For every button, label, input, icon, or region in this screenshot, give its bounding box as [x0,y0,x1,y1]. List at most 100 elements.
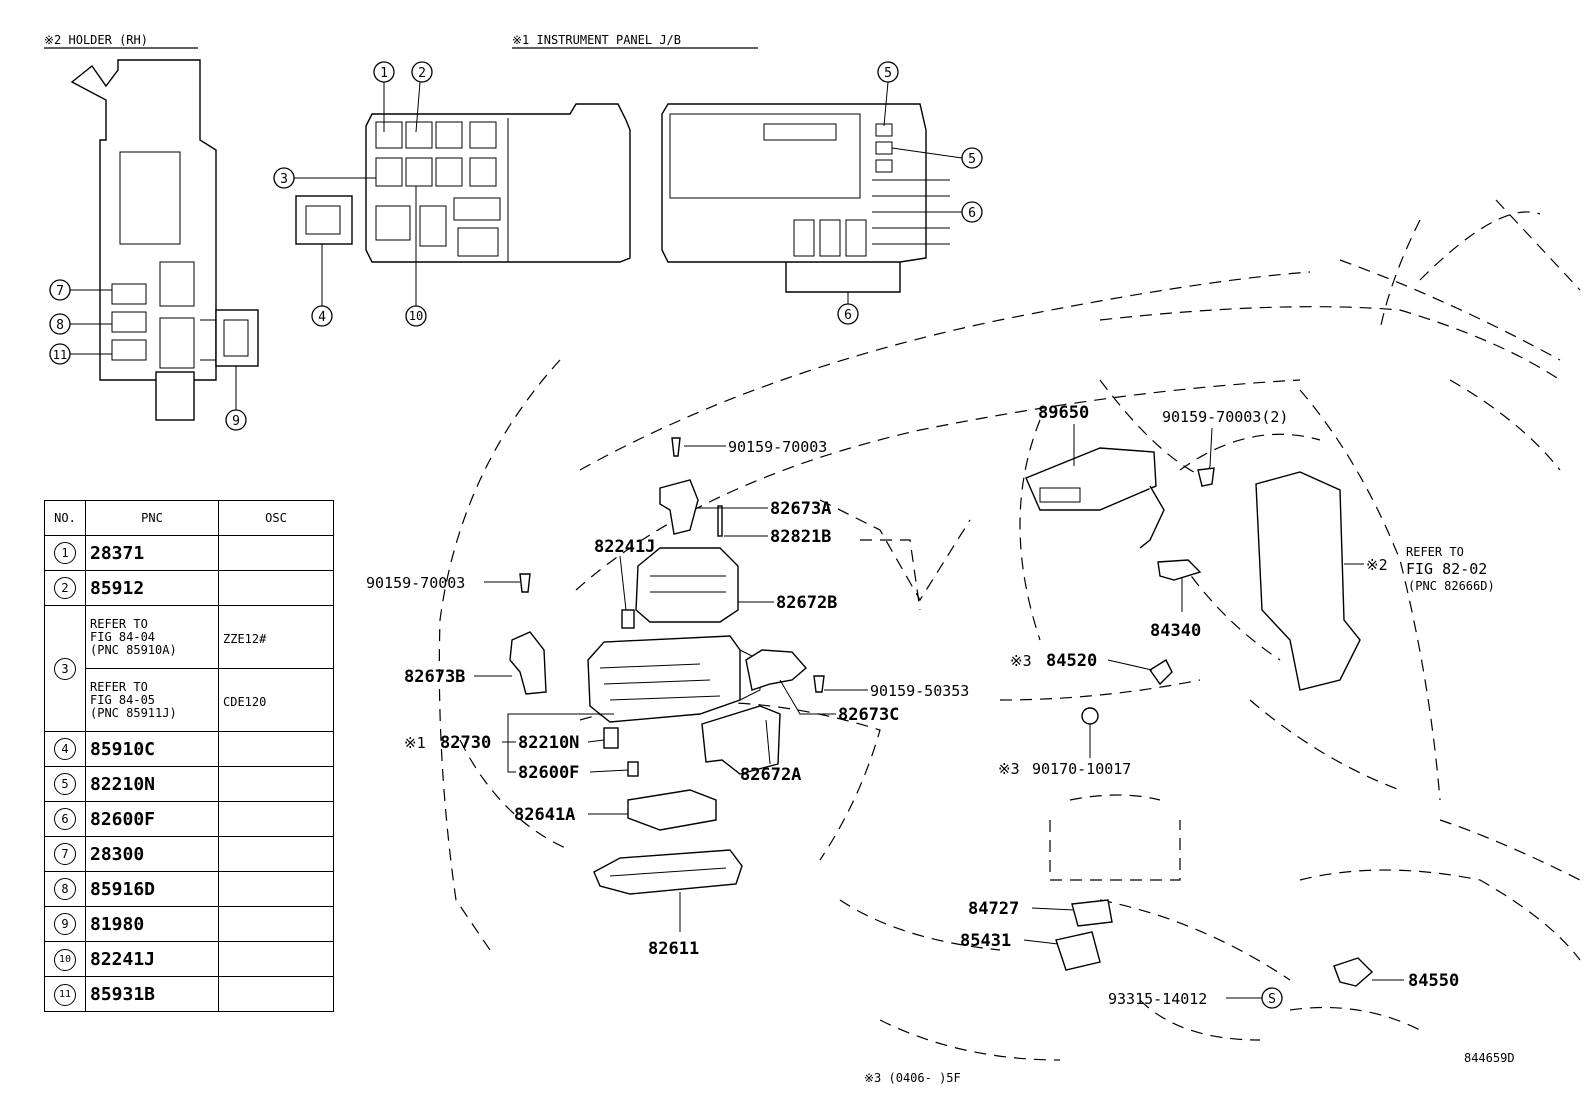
pnc-value: 82241J [90,948,156,970]
label-90159-70003-top: 90159-70003 [728,438,827,456]
table-row: 10 82241J [44,941,334,977]
label-82673C: 82673C [838,705,899,725]
pnc-reference-line: FIG 84-05 [90,692,156,707]
label-82210N: 82210N [518,733,579,753]
label-90159-50353: 90159-50353 [870,682,969,700]
pnc-value: 85931B [90,983,156,1005]
refer-note-line3: (PNC 82666D) [1408,579,1495,593]
cover-82641A [627,789,717,831]
screw-symbol: S [1261,987,1283,1009]
mark-3-b: ※3 [998,760,1020,778]
svg-text:9: 9 [232,414,240,429]
callout-5-right: 5 [891,147,983,169]
table-row: 4 85910C [44,731,334,767]
label-82673B: 82673B [404,667,465,687]
pnc-value: 85916D [90,878,156,900]
label-82672B: 82672B [776,593,837,613]
bracket-82673A [659,479,699,535]
diagram-number: 844659D [1464,1051,1515,1065]
mark-3-a: ※3 [1010,652,1032,670]
switch-84727 [1071,899,1113,927]
pnc-value: 82210N [90,773,156,795]
relay-block-82672B [635,547,739,623]
small-parts [519,437,825,777]
svg-text:7: 7 [56,284,64,299]
switch-84550 [1333,957,1374,987]
label-93315-14012: 93315-14012 [1108,990,1207,1008]
row-number: 5 [54,773,76,795]
label-82673A: 82673A [770,499,831,519]
fuse-box-assembly [587,635,761,723]
instrument-panel-jb-header: ※1 INSTRUMENT PANEL J/B [512,33,681,47]
pnc-table: NO. PNC OSC 1 28371 2 85912 3 REFER TO F… [44,500,334,1012]
pnc-value: 28300 [90,843,145,865]
table-row: 1 28371 [44,535,334,571]
label-89650: 89650 [1038,403,1089,423]
pnc-reference-line: (PNC 85910A) [90,642,177,657]
row-number: 8 [54,878,76,900]
label-82641A: 82641A [514,805,575,825]
junction-block-front [295,103,631,263]
callout-1: 1 [373,61,395,132]
svg-text:S: S [1268,992,1276,1007]
dashboard-outline [438,199,1581,1061]
bracket-82673B [509,631,547,695]
pnc-value: 28371 [90,542,145,564]
footnote: ※3 (0406- )5F [864,1071,961,1085]
holder-rh-header: ※2 HOLDER (RH) [44,33,148,47]
pnc-value: 85910C [90,738,156,760]
table-row: 8 85916D [44,871,334,907]
callout-6-bottom: 6 [837,292,859,325]
svg-text:1: 1 [380,66,388,81]
pnc-value: 85912 [90,577,145,599]
col-header-no: NO. [44,500,86,536]
label-90170-10017: 90170-10017 [1032,760,1131,778]
label-82241J: 82241J [594,537,655,557]
glove-box-switch-89650 [1025,447,1165,549]
table-row: 5 82210N [44,766,334,802]
label-90159-70003-left: 90159-70003 [366,574,465,592]
osc-value: ZZE12# [223,631,267,646]
callout-11: 11 [49,343,112,365]
cover-82672A [701,705,781,775]
label-84727: 84727 [968,899,1019,919]
pnc-reference-line: FIG 84-04 [90,629,156,644]
table-row: 3 REFER TO FIG 84-04 (PNC 85910A) ZZE12# [44,605,334,732]
label-82611: 82611 [648,939,699,959]
refer-note-line1: REFER TO [1406,545,1464,559]
osc-value: CDE120 [223,694,267,709]
refer-note-line2: FIG 82-02 [1406,560,1487,578]
label-82600F: 82600F [518,763,579,783]
switch-85431 [1055,931,1101,971]
svg-text:5: 5 [968,152,976,167]
svg-text:6: 6 [844,308,852,323]
row-number: 4 [54,738,76,760]
row-number: 3 [54,657,76,680]
callout-10: 10 [405,186,427,327]
callout-8: 8 [49,313,112,335]
callout-4: 4 [311,244,333,327]
row-number: 2 [54,577,76,599]
col-header-osc: OSC [218,500,334,536]
callout-2: 2 [411,61,433,133]
svg-text:5: 5 [884,66,892,81]
callout-5-top: 5 [877,61,899,127]
mark-1: ※1 [404,734,426,752]
table-row: 7 28300 [44,836,334,872]
row-number: 1 [54,542,76,564]
pnc-reference-line: (PNC 85911J) [90,705,177,720]
svg-text:10: 10 [409,309,423,323]
label-82821B: 82821B [770,527,831,547]
junction-block-rear [661,103,950,293]
svg-text:3: 3 [280,172,288,187]
row-number: 7 [54,843,76,865]
callout-3: 3 [273,167,376,189]
table-row: 6 82600F [44,801,334,837]
callout-9: 9 [225,366,247,431]
label-84340: 84340 [1150,621,1201,641]
table-row: 9 81980 [44,906,334,942]
svg-text:11: 11 [53,348,67,362]
holder-rh-drawing [70,59,259,421]
callout-6-right: 6 [950,201,983,223]
